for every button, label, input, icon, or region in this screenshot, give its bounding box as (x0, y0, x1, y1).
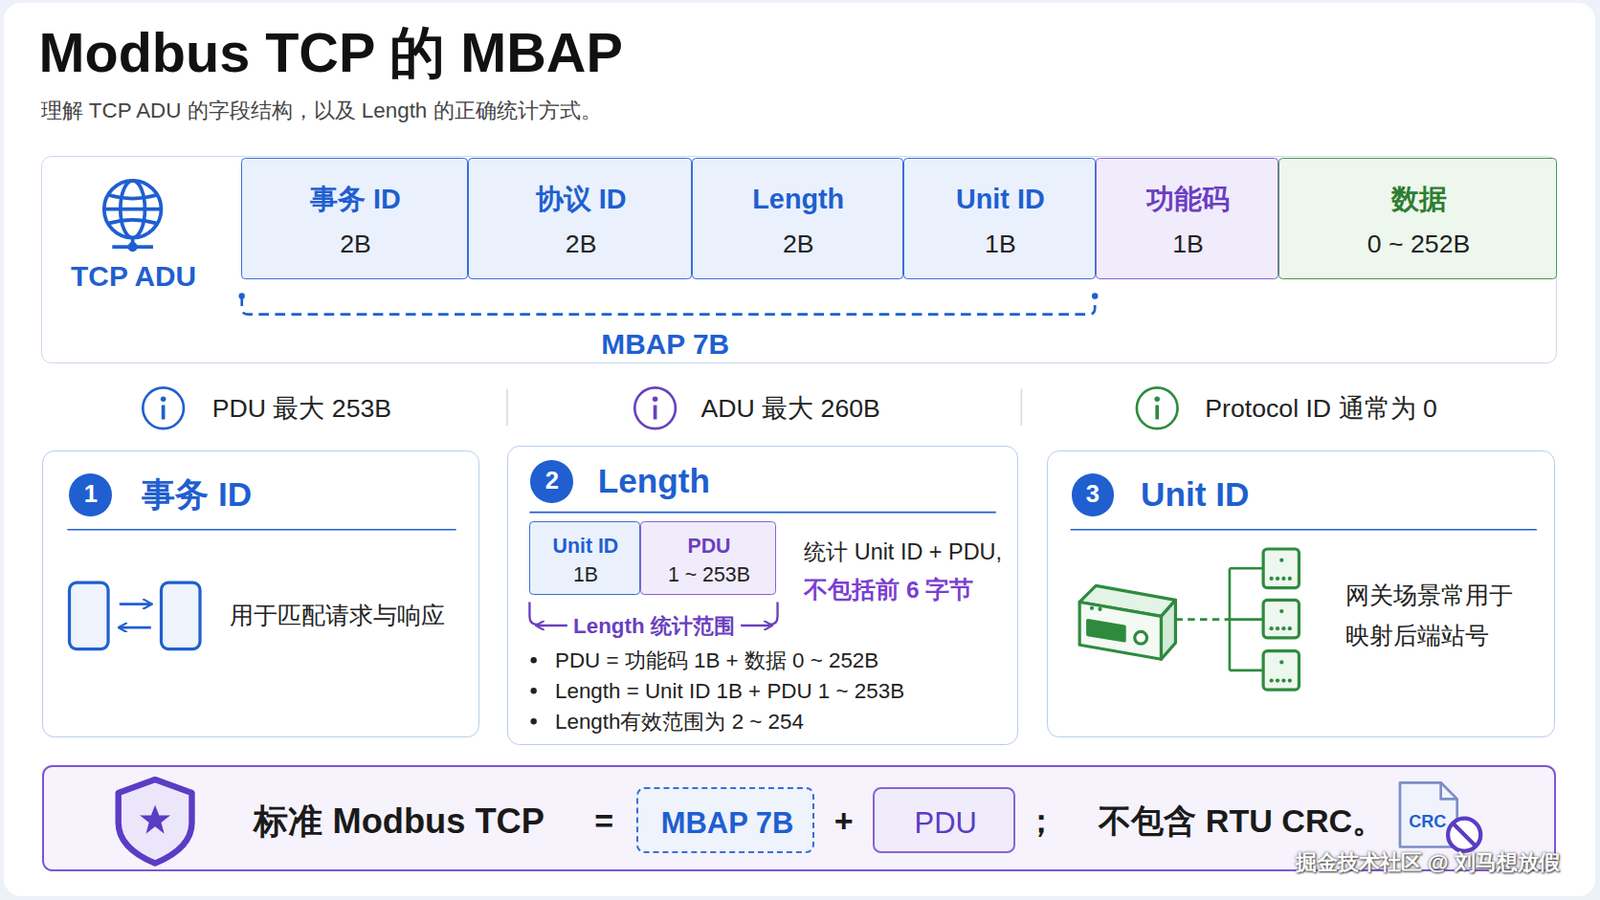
summary-text: 不包含 RTU CRC。 (1098, 802, 1385, 841)
callout-badge: 3 (1071, 473, 1115, 517)
field-box: Unit ID 1B (529, 521, 640, 596)
summary-text: 标准 Modbus TCP (253, 801, 545, 843)
bullet-text: Length = Unit ID 1B + PDU 1 ~ 253B (555, 679, 905, 705)
field-size: 2B (782, 229, 815, 260)
formula-box: PDU (872, 787, 1016, 853)
field-name: 协议 ID (535, 183, 627, 216)
field-name: 事务 ID (310, 183, 401, 216)
bullet-text: Length有效范围为 2 ~ 254 (555, 710, 804, 735)
field-name: PDU (687, 533, 731, 558)
info-card: Unit ID 网关场景常用于 映射后端站号 3 (1046, 450, 1556, 739)
card-heading: Unit ID (1140, 475, 1249, 514)
field-name: Length (752, 183, 845, 216)
field-name: 功能码 (1146, 183, 1230, 216)
card-heading: 事务 ID (141, 475, 252, 514)
field-box: 协议 ID 2B (467, 157, 692, 280)
range-label: Length 统计范围 (573, 614, 735, 640)
bullet-text: PDU = 功能码 1B + 数据 0 ~ 252B (555, 648, 879, 674)
icon-text: CRC (1408, 811, 1446, 832)
operator: = (594, 802, 614, 841)
field-size: 1B (1172, 229, 1204, 260)
operator: + (834, 802, 854, 841)
field-size: 1 ~ 253B (667, 562, 751, 587)
field-size: 2B (339, 229, 372, 260)
operator: ； (1024, 802, 1058, 841)
field-box: 功能码 1B (1095, 157, 1279, 280)
divider (1021, 388, 1023, 425)
field-size: 2B (565, 229, 598, 260)
callout-number: 1 (84, 481, 98, 510)
card-body: 用于匹配请求与响应 (229, 602, 445, 630)
callout-badge: 2 (530, 460, 574, 504)
callout-number: 3 (1086, 481, 1100, 510)
callout-badge: 1 (68, 473, 112, 517)
field-box: Length 2B (691, 157, 904, 280)
watermark: 掘金技术社区 @ 刘马想放假 (1295, 850, 1560, 876)
field-size: 0 ~ 252B (1367, 229, 1470, 260)
info-card: 事务 ID 用于匹配请求与响应 1 (42, 450, 480, 739)
field-name: Unit ID (955, 183, 1045, 216)
brace-label: MBAP 7B (600, 327, 730, 360)
field-name: Unit ID (553, 533, 620, 558)
panel-title: TCP ADU (70, 260, 197, 293)
callout-number: 2 (545, 467, 559, 496)
field-box: Unit ID 1B (903, 157, 1097, 280)
divider (506, 388, 509, 425)
info-icon (634, 387, 676, 429)
info-icon (1136, 387, 1178, 429)
info-note: PDU 最大 253B (212, 393, 392, 423)
adu-panel: TCP ADU事务 ID2B协议 ID2BLength2BUnit ID1B功能… (41, 155, 1558, 364)
field-name: 数据 (1391, 183, 1447, 216)
card-heading: Length (598, 462, 711, 501)
info-card: LengthLength 统计范围 统计 Unit ID + PDU, 不包括前 6… (507, 445, 1019, 746)
info-note: Protocol ID 通常为 0 (1204, 393, 1437, 423)
formula-box: MBAP 7B (636, 787, 815, 853)
info-icon (142, 387, 184, 429)
formula-term: PDU (914, 806, 978, 842)
field-box: 数据 0 ~ 252B (1278, 157, 1557, 280)
diagram-caption: 理解 TCP ADU 的字段结构，以及 Length 的正确统计方式。 (41, 98, 602, 124)
field-box: PDU 1 ~ 253B (640, 521, 778, 596)
info-note: ADU 最大 260B (701, 393, 881, 423)
card-emphasis: 不包括前 6 字节 (803, 576, 974, 603)
card-body: 网关场景常用于 映射后端站号 (1345, 577, 1526, 657)
card-body: 统计 Unit ID + PDU, (803, 539, 1002, 566)
diagram-title: Modbus TCP 的 MBAP (39, 21, 623, 85)
field-box: 事务 ID 2B (241, 157, 469, 280)
field-size: 1B (573, 562, 599, 587)
field-size: 1B (984, 229, 1017, 260)
formula-term: MBAP 7B (661, 806, 795, 842)
